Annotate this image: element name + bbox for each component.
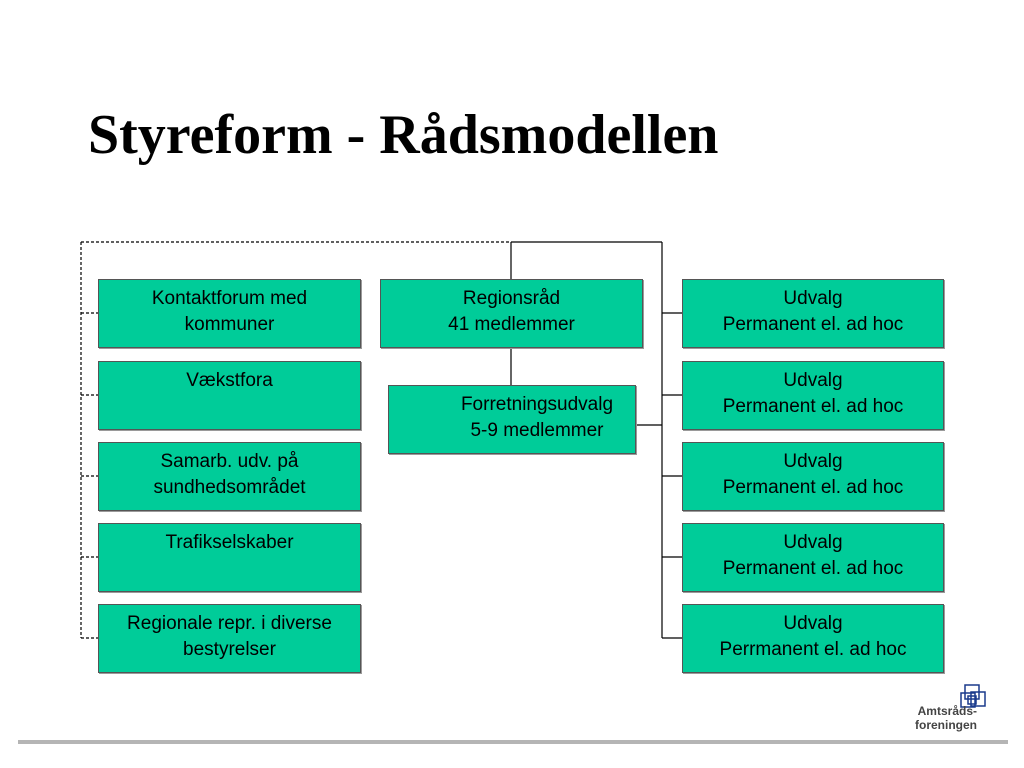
box-udvalg-1-line2: Permanent el. ad hoc <box>722 314 904 335</box>
logo-text-line2: foreningen <box>915 718 977 732</box>
box-trafikselskaber: Trafikselskaber <box>98 523 361 592</box>
logo-text: Amtsråds- foreningen <box>893 704 977 732</box>
box-udvalg-2-line1: Udvalg <box>783 370 843 391</box>
box-forretningsudvalg-line1: Forretningsudvalg <box>460 394 614 415</box>
logo-text-line1: Amtsråds- <box>917 704 977 718</box>
box-udvalg-4: Udvalg Permanent el. ad hoc <box>682 523 944 592</box>
box-udvalg-1-line1: Udvalg <box>783 288 843 309</box>
overlapping-squares-icon <box>960 684 986 708</box>
box-udvalg-3-line1: Udvalg <box>783 451 843 472</box>
box-trafikselskaber-line1: Trafikselskaber <box>165 532 294 553</box>
box-udvalg-3: Udvalg Permanent el. ad hoc <box>682 442 944 511</box>
box-regionsraad-line2: 41 medlemmer <box>448 314 575 335</box>
amtsraadsforeningen-logo: Amtsråds- foreningen <box>893 683 993 739</box>
box-regionsraad: Regionsråd 41 medlemmer <box>380 279 643 348</box>
box-vaekstfora: Vækstfora <box>98 361 361 430</box>
box-udvalg-5-line2: Perrmanent el. ad hoc <box>719 639 907 660</box>
footer-divider <box>18 740 1008 744</box>
box-samarb-sundhed-line1: Samarb. udv. på <box>160 451 299 472</box>
box-regionale-repr-line2: bestyrelser <box>183 639 276 660</box>
box-udvalg-5-line1: Udvalg <box>783 613 843 634</box>
box-udvalg-1: Udvalg Permanent el. ad hoc <box>682 279 944 348</box>
box-udvalg-4-line2: Permanent el. ad hoc <box>722 558 904 579</box>
box-forretningsudvalg-line2: 5-9 medlemmer <box>470 420 604 441</box>
box-samarb-sundhed: Samarb. udv. på sundhedsområdet <box>98 442 361 511</box>
box-udvalg-3-line2: Permanent el. ad hoc <box>722 477 904 498</box>
box-regionale-repr-line1: Regionale repr. i diverse <box>127 613 332 634</box>
box-udvalg-2: Udvalg Permanent el. ad hoc <box>682 361 944 430</box>
box-samarb-sundhed-line2: sundhedsområdet <box>153 477 306 498</box>
box-regionale-repr: Regionale repr. i diverse bestyrelser <box>98 604 361 673</box>
box-forretningsudvalg: Forretningsudvalg 5-9 medlemmer <box>388 385 636 454</box>
box-udvalg-4-line1: Udvalg <box>783 532 843 553</box>
box-udvalg-5: Udvalg Perrmanent el. ad hoc <box>682 604 944 673</box>
slide-title: Styreform - Rådsmodellen <box>88 104 719 166</box>
box-kontaktforum-line1: Kontaktforum med <box>151 288 308 309</box>
box-kontaktforum-line2: kommuner <box>184 314 275 335</box>
box-regionsraad-line1: Regionsråd <box>462 288 561 309</box>
box-udvalg-2-line2: Permanent el. ad hoc <box>722 396 904 417</box>
box-vaekstfora-line1: Vækstfora <box>186 370 273 391</box>
box-kontaktforum: Kontaktforum med kommuner <box>98 279 361 348</box>
